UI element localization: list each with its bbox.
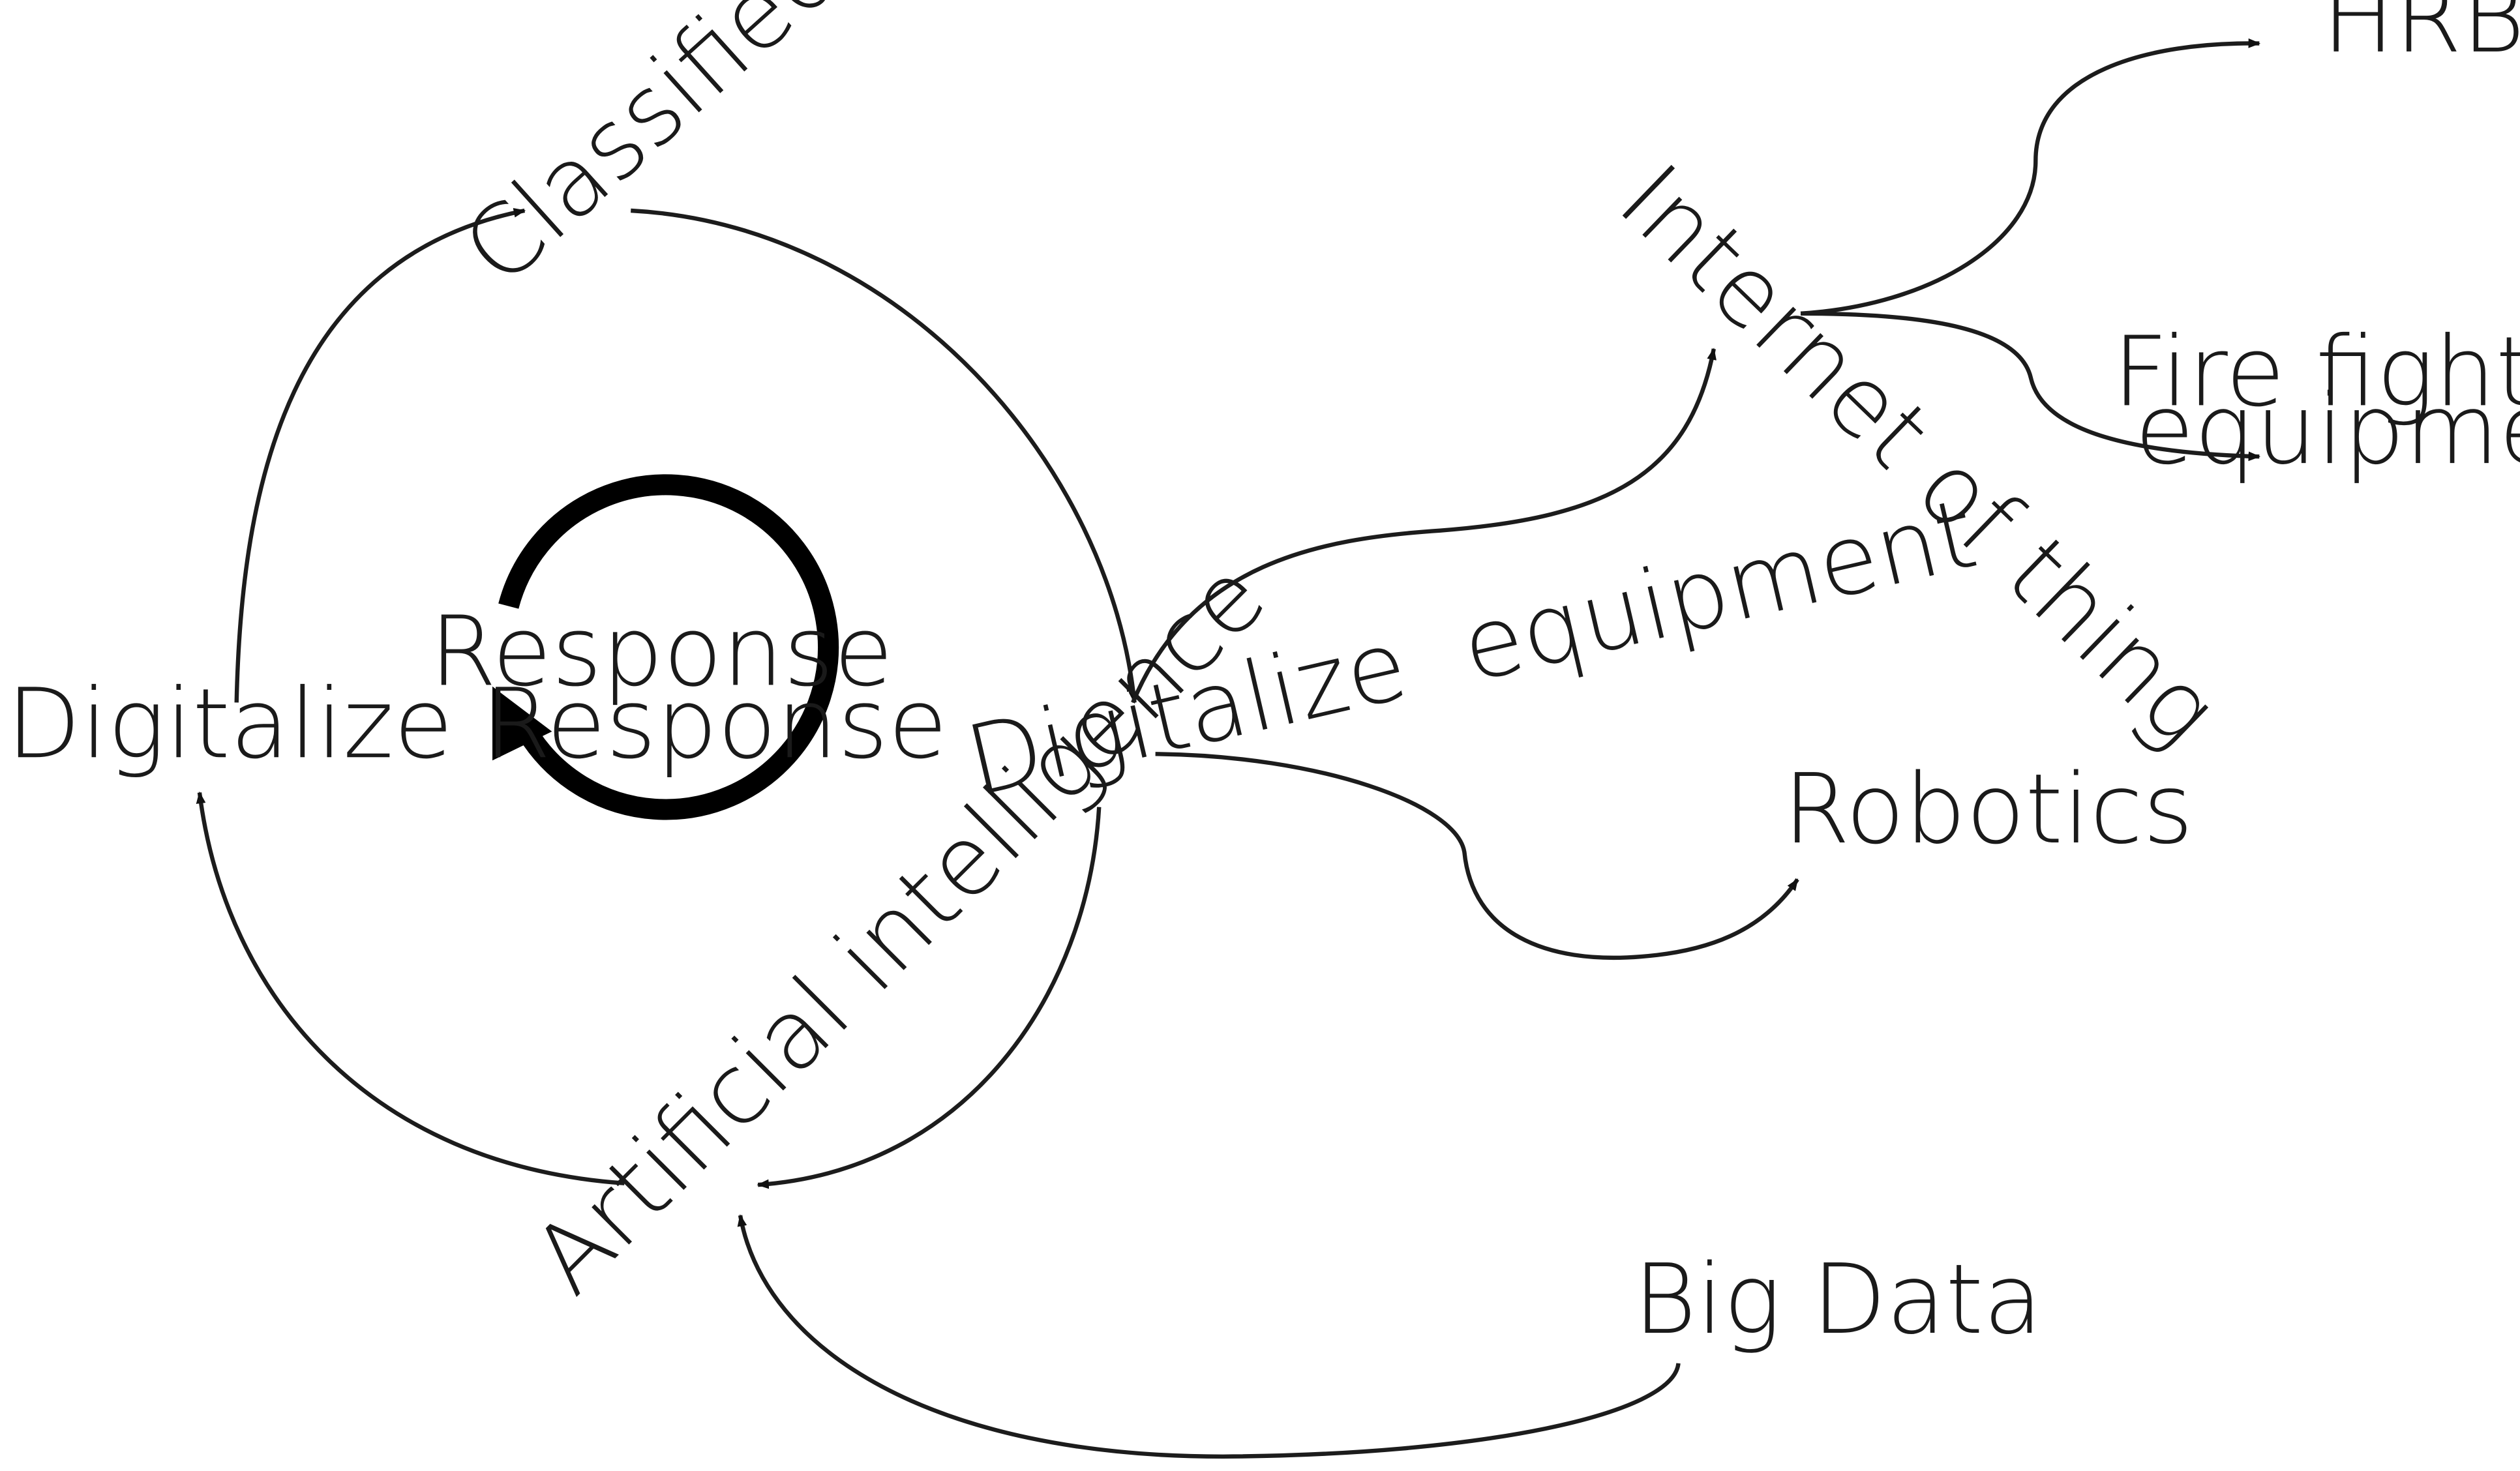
edge-digitalize-equipment-to-artificial-intelligence [757,807,1102,1189]
node-fire-fighting-line2: equipment [2135,374,2520,486]
edge-digitalize-equipment-to-robotics [1155,752,1799,960]
edge-artificial-intelligence-to-digitalize-response [196,791,625,1185]
edge-internet-of-thing-to-hrb [1800,38,2261,316]
edge-digitalize-equipment-to-internet-of-thing [1131,348,1717,704]
node-classified-response: Classified Response [442,0,1228,306]
edge-digitalize-response-to-classified-response [234,207,526,703]
node-fire-fighting-line1: Fire fighting [2112,316,2520,428]
edge-internet-of-thing-to-fire-fighting-equipment [1801,311,2261,462]
node-robotics: Robotics [1783,753,2193,865]
center-label: Response [430,595,893,707]
node-digitalize-response: Digitalize Response [7,668,948,780]
cycle-arrow-icon [492,474,839,820]
edge-classified-response-to-digitalize-equipment [631,208,1139,704]
node-hrb: HRB [2322,0,2520,74]
edge-big-data-to-artificial-intelligence [737,1214,1681,1459]
node-big-data: Big Data [1633,1243,2042,1356]
